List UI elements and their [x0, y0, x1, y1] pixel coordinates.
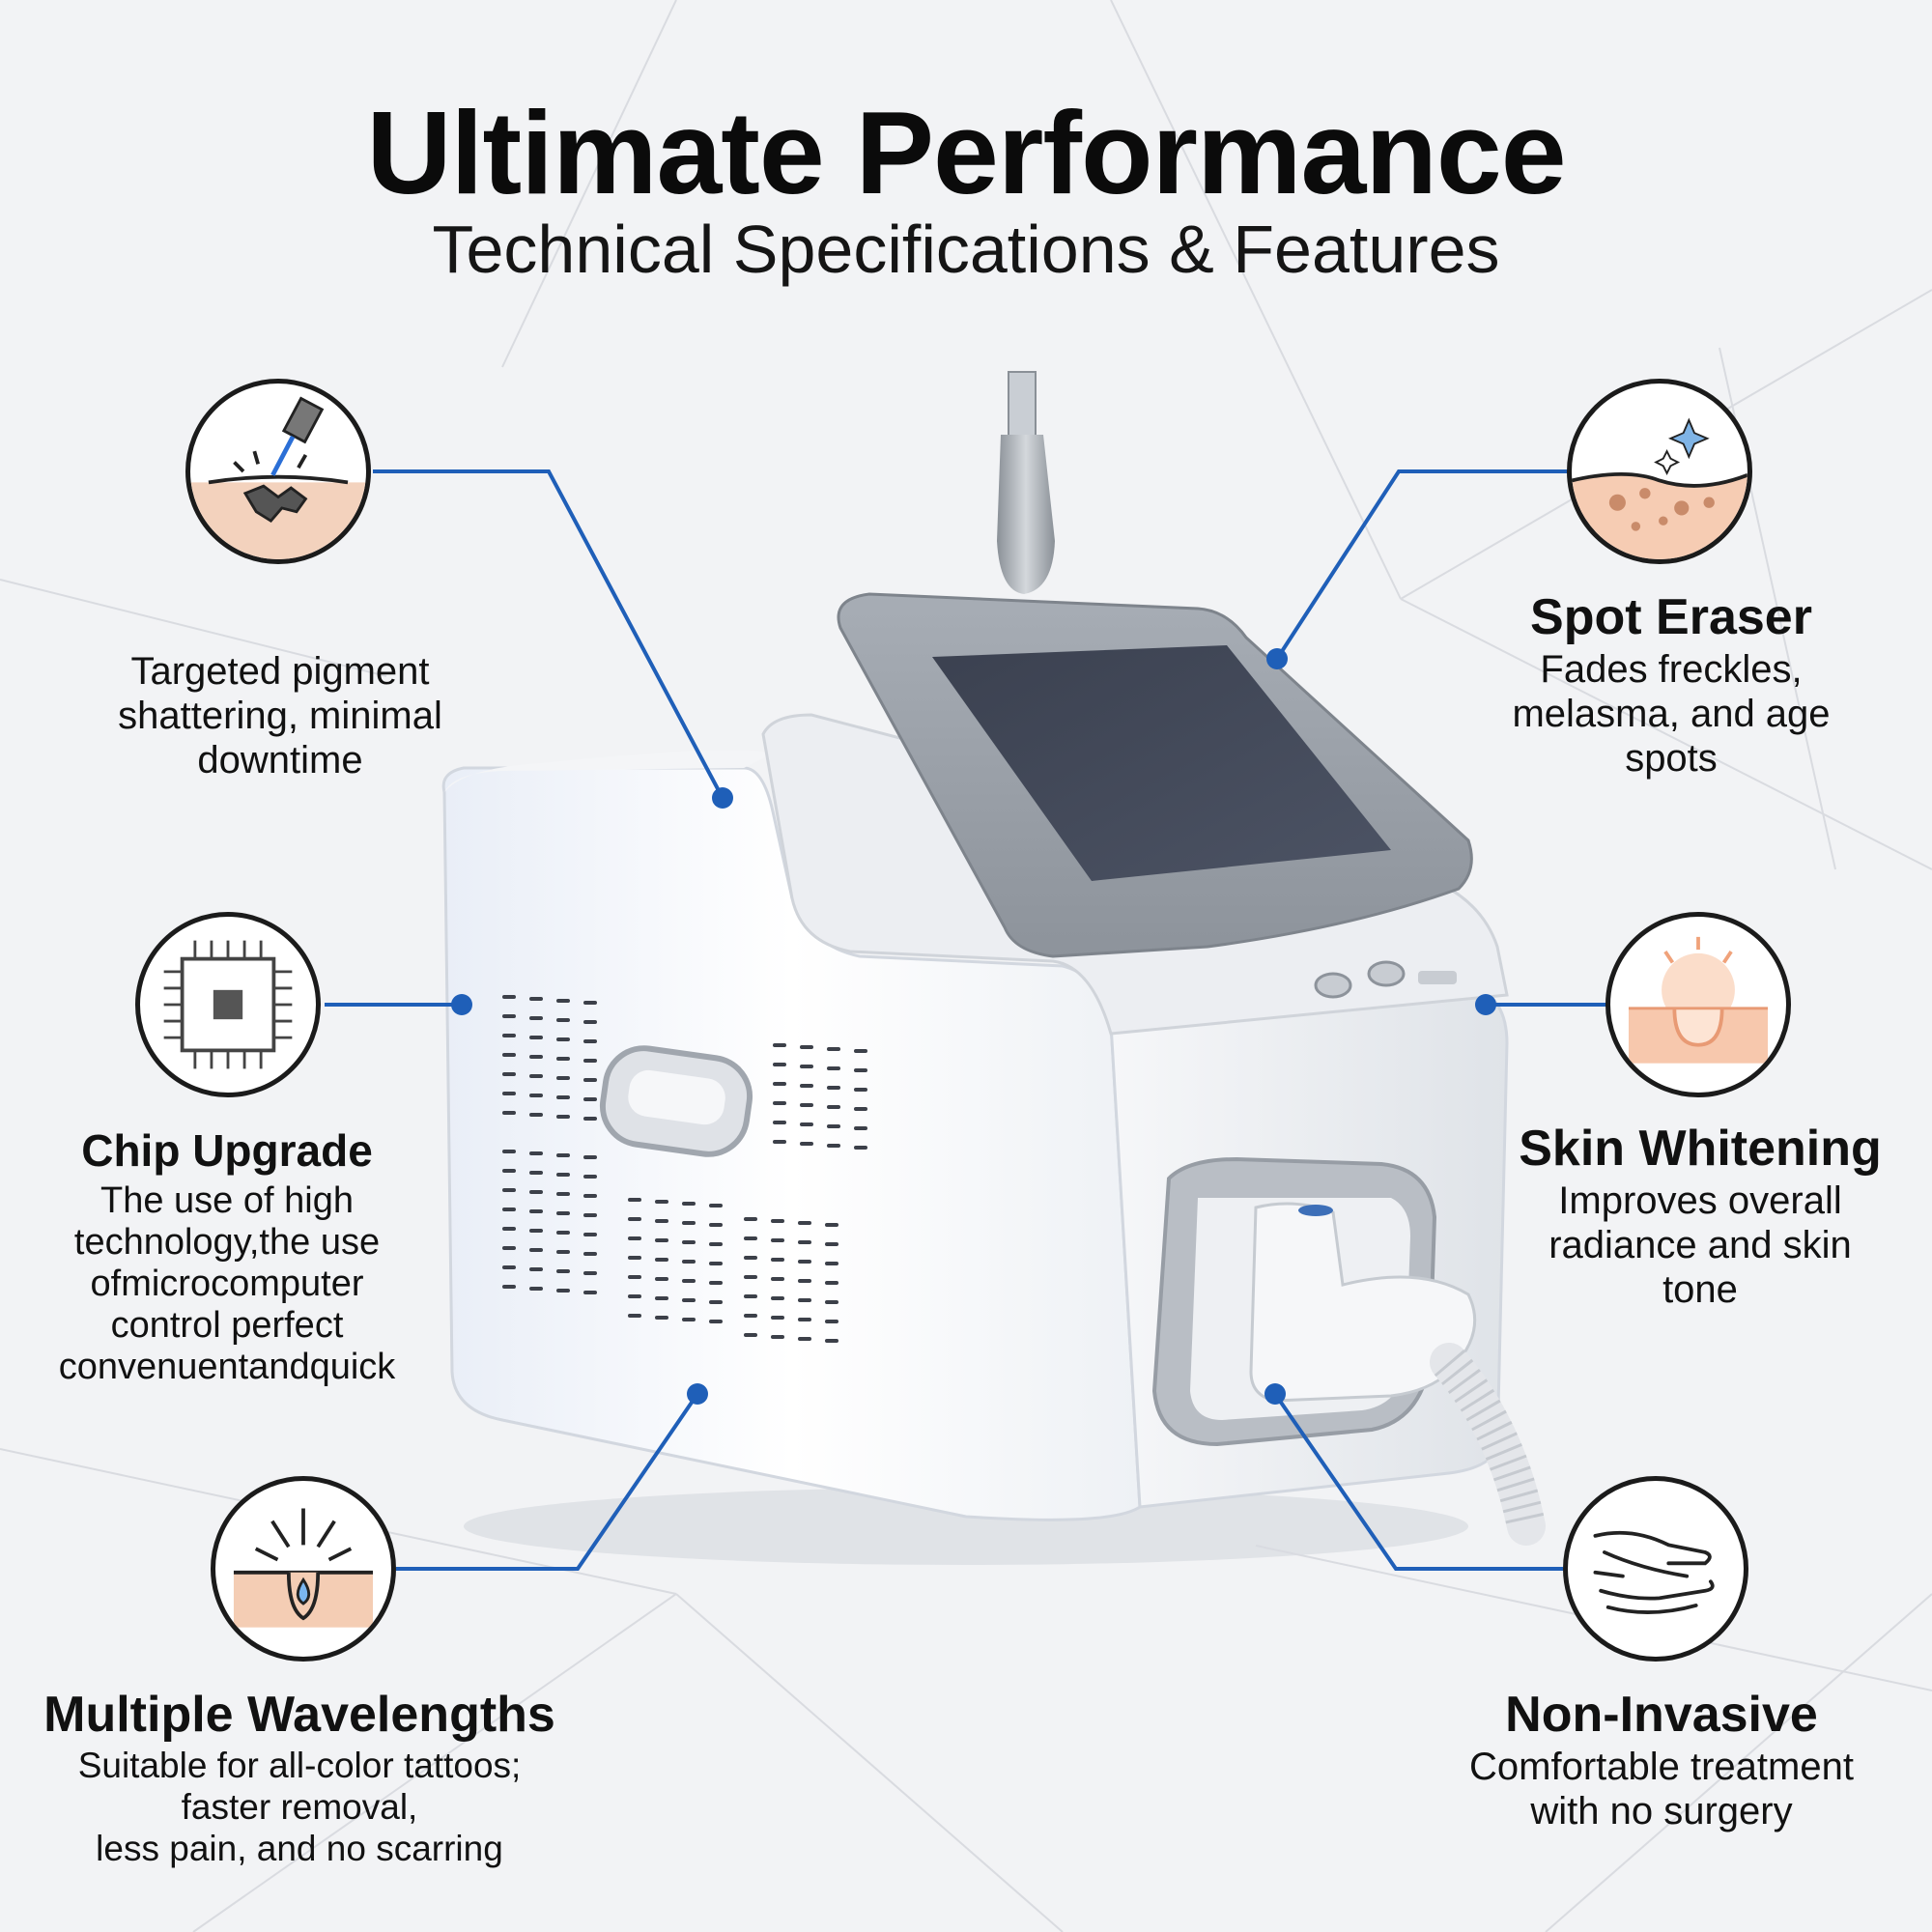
feature-wavelengths-description: Suitable for all-color tattoos; faster r… — [77, 1746, 522, 1868]
feature-noninvasive-heading: Non-Invasive — [1505, 1687, 1818, 1743]
laser-pigment-icon — [185, 379, 371, 564]
skin-spots-icon — [1567, 379, 1752, 564]
callout-dot — [451, 994, 472, 1015]
feature-whitening: Skin Whitening Improves overall radiance… — [1478, 1119, 1922, 1312]
callout-dot — [1475, 994, 1496, 1015]
callout-dot — [1264, 1383, 1286, 1405]
feature-chip-description: The use of high technology,the use ofmic… — [58, 1180, 396, 1387]
feature-whitening-heading: Skin Whitening — [1519, 1121, 1882, 1177]
callout-dot — [1266, 648, 1288, 669]
page-subtitle: Technical Specifications & Features — [432, 212, 1500, 287]
microchip-icon — [135, 912, 321, 1097]
feature-wavelengths: Multiple Wavelengths Suitable for all-co… — [19, 1685, 580, 1869]
feature-noninvasive: Non-Invasive Comfortable treatment with … — [1420, 1685, 1903, 1833]
feature-spot-description: Fades freckles, melasma, and age spots — [1512, 648, 1831, 780]
feature-pigment: Targeted pigment shattering, minimal dow… — [68, 649, 493, 782]
feature-spot-heading: Spot Eraser — [1530, 589, 1812, 645]
feature-chip-heading: Chip Upgrade — [81, 1125, 373, 1176]
feature-chip: Chip Upgrade The use of high technology,… — [29, 1121, 425, 1388]
feature-pigment-description: Targeted pigment shattering, minimal dow… — [118, 650, 442, 781]
hair-follicle-icon — [211, 1476, 396, 1662]
feature-whitening-description: Improves overall radiance and skin tone — [1548, 1179, 1852, 1311]
skin-radiance-icon — [1605, 912, 1791, 1097]
callout-dot — [687, 1383, 708, 1405]
hands-care-icon — [1563, 1476, 1748, 1662]
feature-spot: Spot Eraser Fades freckles, melasma, and… — [1459, 587, 1884, 781]
feature-wavelengths-heading: Multiple Wavelengths — [43, 1687, 555, 1743]
page-title: Ultimate Performance — [366, 87, 1566, 218]
callout-dot — [712, 787, 733, 809]
feature-noninvasive-description: Comfortable treatment with no surgery — [1469, 1746, 1854, 1833]
